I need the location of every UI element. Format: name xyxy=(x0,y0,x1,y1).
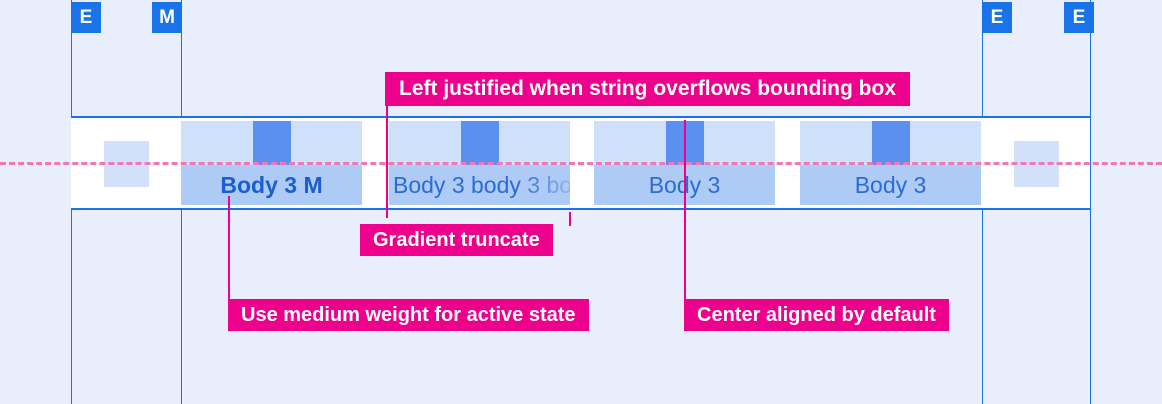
guide-right-outer xyxy=(1090,0,1091,404)
tab-icon-row xyxy=(389,121,570,165)
leader-center-aligned xyxy=(684,120,686,301)
annotation-gradient-truncate: Gradient truncate xyxy=(360,224,553,256)
marker-e-left-outer: E xyxy=(71,2,101,33)
leader-medium-weight xyxy=(228,196,230,301)
tab-icon-placeholder xyxy=(871,121,910,165)
vertical-center-guide xyxy=(0,162,1162,165)
tab-label-row: Body 3 xyxy=(800,165,981,205)
tab-body-3-body-3-b[interactable]: Body 3 body 3 body 3 body 3 xyxy=(389,121,570,205)
marker-e-right-inner: E xyxy=(982,2,1012,33)
tab-icon-placeholder xyxy=(252,121,291,165)
marker-m-left-inner: M xyxy=(152,2,182,33)
tab-label: Body 3 xyxy=(854,172,927,198)
tab-label-row: Body 3 M xyxy=(181,165,362,205)
tab-body-3-last[interactable]: Body 3 xyxy=(800,121,981,205)
annotation-left-justified: Left justified when string overflows bou… xyxy=(385,72,910,106)
annotation-center-aligned: Center aligned by default xyxy=(684,299,949,331)
annotation-medium-weight: Use medium weight for active state xyxy=(228,299,589,331)
marker-e-right-outer: E xyxy=(1064,2,1094,33)
tab-icon-placeholder xyxy=(460,121,499,165)
tab-label: Body 3 M xyxy=(220,172,323,198)
leader-left-justified xyxy=(386,106,388,218)
tab-icon-row xyxy=(181,121,362,165)
leader-gradient-truncate xyxy=(569,212,571,226)
tab-label-row: Body 3 body 3 body 3 body 3 xyxy=(389,165,570,205)
tab-label: Body 3 body 3 body 3 body 3 xyxy=(393,172,570,198)
tab-icon-row xyxy=(800,121,981,165)
tab-body-3-m[interactable]: Body 3 M xyxy=(181,121,362,205)
